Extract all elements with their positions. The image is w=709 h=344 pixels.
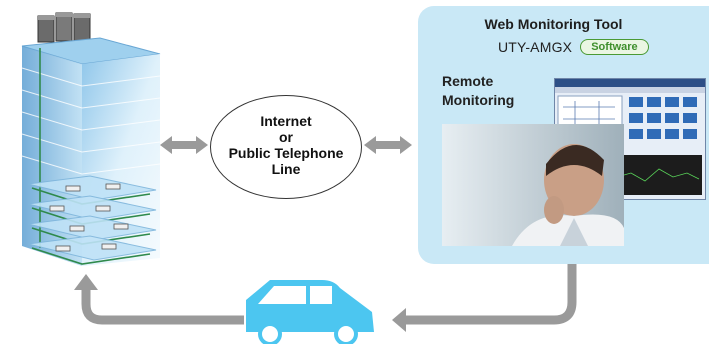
double-arrow-icon (160, 136, 208, 154)
tool-model: UTY-AMGX (498, 39, 573, 55)
double-arrow-icon (364, 136, 412, 154)
remote-monitoring-label: Remote Monitoring (442, 72, 514, 110)
path-from-panel (404, 264, 577, 325)
van-icon (246, 280, 374, 344)
network-line-2: or (279, 129, 293, 145)
tool-title: Web Monitoring Tool (484, 16, 623, 32)
path-to-building (81, 288, 244, 325)
network-node: Internet or Public Telephone Line (210, 95, 362, 199)
return-arrow-icon (392, 308, 406, 332)
remote-label-line-2: Monitoring (442, 92, 515, 108)
building-icon (21, 12, 161, 266)
network-line-3: Public Telephone (228, 145, 344, 161)
maintenance-return-path (74, 264, 577, 344)
remote-label-line-1: Remote (442, 73, 494, 89)
web-monitoring-panel: Web Monitoring Tool UTY-AMGX Software Re… (418, 6, 709, 264)
network-label: Internet or Public Telephone Line (210, 113, 362, 177)
network-line-1: Internet (260, 113, 312, 129)
person-photo (442, 124, 624, 246)
software-badge: Software (580, 39, 649, 55)
tool-model-row: UTY-AMGX Software (498, 39, 649, 55)
network-line-4: Line (271, 161, 301, 177)
up-arrow-icon (74, 274, 98, 290)
network-ellipse-shape (210, 95, 362, 199)
rooftop-units (37, 12, 91, 43)
